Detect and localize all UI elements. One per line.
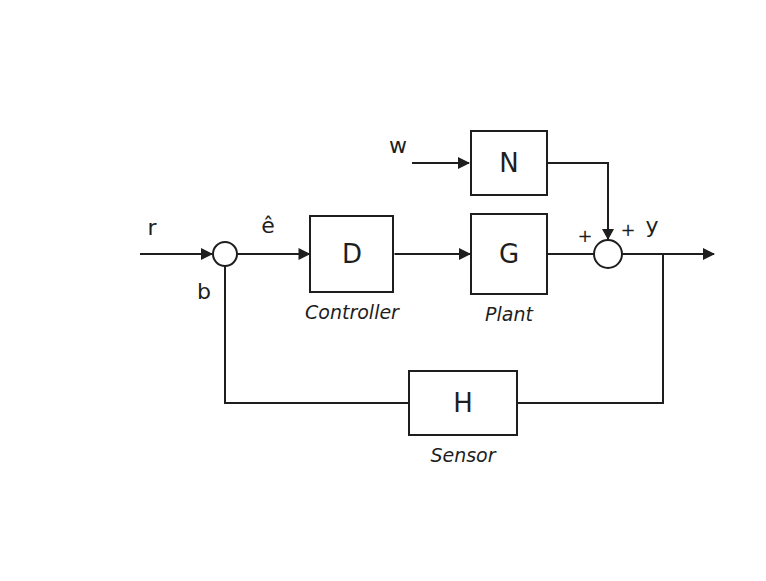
signal-name: y	[645, 215, 658, 237]
sign-mark: +	[620, 221, 635, 239]
junction-arrowhead	[602, 229, 614, 240]
plant-block: G Plant	[470, 213, 548, 325]
block-symbol: N	[499, 149, 518, 178]
block-caption: Controller	[305, 301, 399, 323]
block-outline: D	[309, 215, 394, 293]
signal-name: w	[389, 135, 407, 157]
signal-line	[394, 253, 470, 255]
signal-name: b	[197, 281, 211, 303]
block-caption: Sensor	[430, 444, 495, 466]
block-symbol: D	[342, 240, 362, 269]
block-caption: Plant	[485, 303, 533, 325]
signal-name: ê	[261, 215, 275, 237]
sign-mark: +	[577, 227, 592, 245]
input-arrow	[140, 253, 212, 255]
block-outline: H	[408, 370, 518, 436]
signal-name: r	[147, 217, 156, 239]
disturbance-block: N	[470, 130, 548, 196]
block-symbol: G	[499, 240, 519, 269]
summing-junction	[213, 242, 237, 266]
block-symbol: H	[453, 389, 473, 418]
output-arrow	[622, 253, 714, 255]
controller-block: D Controller	[305, 215, 399, 323]
disturbance-arrow	[412, 162, 469, 164]
summing-junction	[594, 240, 622, 268]
block-outline: N	[470, 130, 548, 196]
block-outline: G	[470, 213, 548, 295]
sensor-block: H Sensor	[408, 370, 518, 466]
